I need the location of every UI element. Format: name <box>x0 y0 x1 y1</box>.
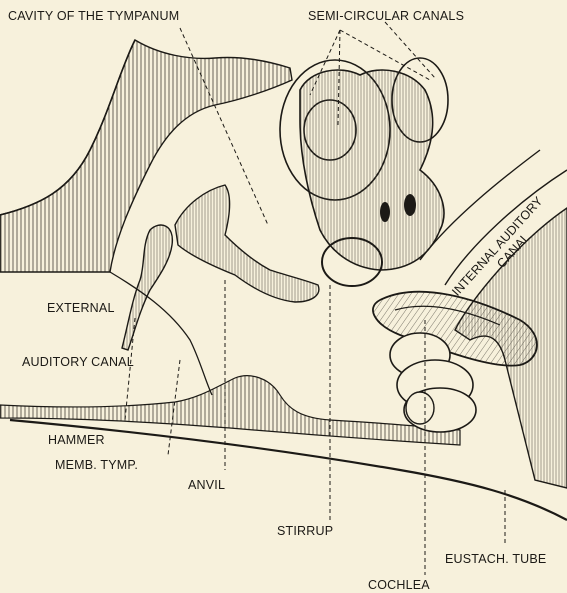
label-semicircular-canals: SEMI-CIRCULAR CANALS <box>308 10 464 23</box>
semicircular-canals <box>280 58 448 270</box>
label-cochlea: COCHLEA <box>368 579 430 592</box>
anvil-bone <box>175 185 319 302</box>
label-external-canal-line1: EXTERNAL <box>47 302 115 315</box>
label-cavity-of-tympanum: CAVITY OF THE TYMPANUM <box>8 10 179 23</box>
upper-bone-mass <box>0 40 292 272</box>
label-anvil: ANVIL <box>188 479 225 492</box>
label-hammer: HAMMER <box>48 434 105 447</box>
label-eustach-tube: EUSTACH. TUBE <box>445 553 546 566</box>
label-memb-tymp: MEMB. TYMP. <box>55 459 138 472</box>
label-external-canal-line2: AUDITORY CANAL <box>22 356 134 369</box>
label-stirrup: STIRRUP <box>277 525 333 538</box>
floor-bone <box>0 376 567 520</box>
hammer-bone <box>122 225 172 350</box>
